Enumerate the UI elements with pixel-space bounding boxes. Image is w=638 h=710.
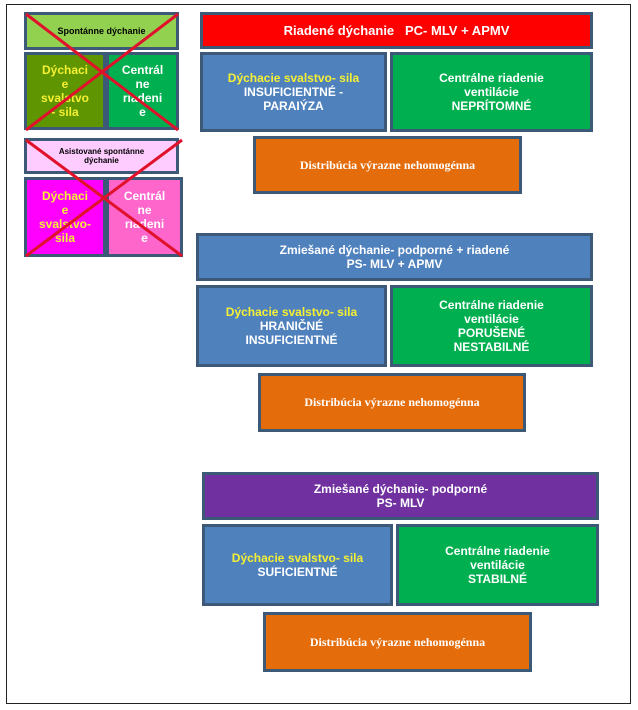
spontaneous-breathing-line: e	[61, 76, 69, 91]
mixed-supported-header-line: PS- MLV	[376, 496, 425, 510]
mixed-controlled-control-title-line: Centrálne riadenie	[439, 297, 544, 312]
mixed-supported-breathing-state-line: SUFICIENTNÉ	[257, 565, 338, 579]
mixed-controlled-control-box: Centrálne riadenie ventilácie PORUŠENÉ N…	[390, 285, 593, 367]
spontaneous-breathing-line: - sila	[51, 105, 79, 120]
mixed-supported-control-box: Centrálne riadenie ventilácie STABILNÉ	[396, 524, 599, 606]
spontaneous-control-box: Centrál ne riadeni e	[106, 52, 179, 130]
spontaneous-control-line: ne	[135, 76, 150, 91]
mixed-controlled-breathing-title: Dýchacie svalstvo- sila	[225, 304, 358, 319]
mixed-controlled-breathing-box: Dýchacie svalstvo- sila HRANIČNÉ INSUFIC…	[196, 285, 387, 367]
controlled-control-title-line: Centrálne riadenie	[439, 70, 544, 85]
assisted-header-line: Asistované spontánne	[58, 146, 145, 156]
assisted-header-box: Asistované spontánne dýchanie	[24, 138, 179, 174]
assisted-breathing-line: Dýchaci	[41, 188, 89, 203]
spontaneous-header-text: Spontánne dýchanie	[57, 25, 146, 36]
spontaneous-control-line: e	[139, 105, 146, 120]
spontaneous-breathing-box: Dýchaci e svalstvo - sila	[24, 52, 106, 130]
assisted-breathing-line: sila	[54, 231, 75, 246]
mixed-supported-breathing-title: Dýchacie svalstvo- sila	[231, 550, 364, 565]
mixed-controlled-header-line: PS- MLV + APMV	[346, 257, 443, 271]
mixed-controlled-breathing-state-line: INSUFICIENTNÉ	[245, 333, 338, 348]
controlled-control-state-line: NEPRÍTOMNÉ	[451, 99, 532, 114]
mixed-supported-distribution-box: Distribúcia výrazne nehomogénna	[263, 612, 532, 672]
assisted-control-line: e	[141, 231, 148, 246]
controlled-breathing-box: Dýchacie svalstvo- sila INSUFICIENTNÉ - …	[200, 52, 387, 132]
mixed-controlled-control-state-line: PORUŠENÉ	[457, 326, 526, 340]
controlled-header-text: Riadené dýchanie PC- MLV + APMV	[283, 22, 510, 38]
assisted-control-line: Centrál	[123, 188, 166, 203]
assisted-control-line: riadeni	[124, 217, 165, 231]
controlled-control-title-line: ventilácie	[464, 84, 519, 99]
mixed-controlled-distribution-text: Distribúcia výrazne nehomogénna	[304, 395, 480, 410]
assisted-control-line: ne	[137, 202, 152, 217]
spontaneous-control-line: Centrál	[121, 62, 164, 77]
controlled-header-box: Riadené dýchanie PC- MLV + APMV	[200, 12, 593, 49]
mixed-supported-distribution-text: Distribúcia výrazne nehomogénna	[309, 634, 486, 649]
spontaneous-breathing-line: Dýchaci	[41, 62, 89, 77]
controlled-breathing-state-line: PARAIÝZA	[263, 99, 324, 114]
mixed-controlled-header-box: Zmiešané dýchanie- podporné + riadené PS…	[196, 233, 593, 281]
controlled-distribution-box: Distribúcia výrazne nehomogénna	[253, 136, 522, 194]
mixed-supported-breathing-box: Dýchacie svalstvo- sila SUFICIENTNÉ	[202, 524, 393, 606]
mixed-controlled-header-line: Zmiešané dýchanie- podporné + riadené	[279, 242, 510, 257]
mixed-controlled-control-title-line: ventilácie	[464, 311, 519, 326]
assisted-breathing-line: e	[61, 202, 69, 217]
mixed-supported-control-state-line: STABILNÉ	[467, 572, 528, 587]
spontaneous-breathing-line: svalstvo	[40, 91, 90, 105]
mixed-supported-header-line: Zmiešané dýchanie- podporné	[313, 481, 488, 496]
mixed-controlled-distribution-box: Distribúcia výrazne nehomogénna	[258, 373, 526, 432]
diagram-frame	[6, 4, 631, 704]
spontaneous-control-line: riadeni	[122, 91, 163, 105]
controlled-distribution-text: Distribúcia výrazne nehomogénna	[299, 157, 476, 172]
mixed-supported-control-title-line: ventilácie	[470, 557, 525, 572]
assisted-breathing-box: Dýchaci e svalstvo- sila	[24, 177, 106, 257]
assisted-control-box: Centrál ne riadeni e	[106, 177, 183, 257]
mixed-supported-header-box: Zmiešané dýchanie- podporné PS- MLV	[202, 472, 599, 520]
assisted-header-line: dýchanie	[84, 156, 119, 165]
mixed-controlled-control-state-line: NESTABILNÉ	[453, 340, 530, 355]
assisted-breathing-line: svalstvo-	[38, 217, 92, 231]
mixed-controlled-breathing-state-line: HRANIČNÉ	[259, 318, 324, 333]
controlled-breathing-state-line: INSUFICIENTNÉ -	[243, 84, 344, 99]
controlled-control-box: Centrálne riadenie ventilácie NEPRÍTOMNÉ	[390, 52, 593, 132]
spontaneous-header-box: Spontánne dýchanie	[24, 12, 179, 50]
mixed-supported-control-title-line: Centrálne riadenie	[445, 543, 550, 558]
controlled-breathing-title: Dýchacie svalstvo- sila	[227, 70, 360, 85]
